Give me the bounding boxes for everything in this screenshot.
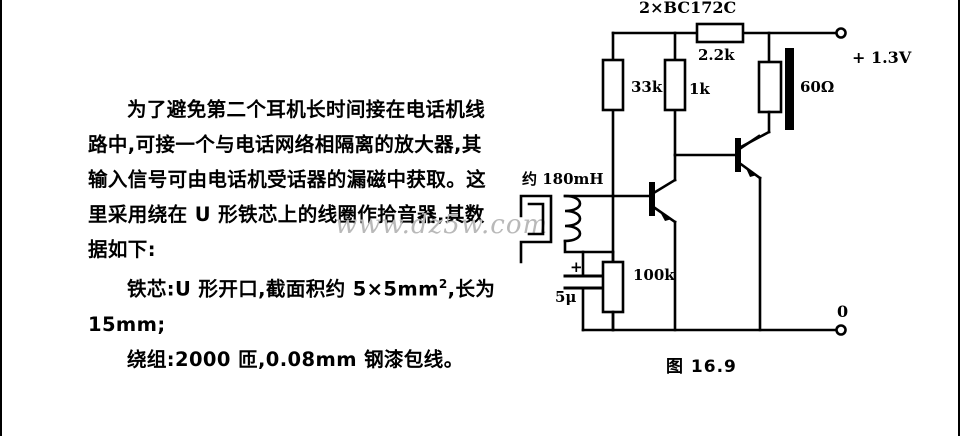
coil-inductance-label: 约 180mH [522, 170, 604, 188]
capacitor-polarity-label: + [570, 258, 583, 276]
resistor-33k-label: 33k [631, 78, 663, 96]
ground-label: 0 [837, 302, 849, 321]
resistor-2k2-label: 2.2k [698, 46, 735, 64]
transistor-q1-collector-lead [650, 178, 677, 196]
ground-terminal-node [835, 324, 847, 336]
figure-caption: 图 16.9 [666, 357, 737, 377]
paragraph-line-2: 路中,可接一个与电话网络相隔离的放大器,其 [88, 133, 482, 156]
paragraph-line-7: 15mm; [88, 312, 166, 336]
circuit-schematic-svg [519, 22, 847, 336]
transistor-q1-emitter-arrow [659, 210, 672, 221]
core-spec-tail: ,长为 [447, 277, 496, 301]
u-core-outline [519, 194, 553, 264]
circuit-diagram: 2×BC172C 33k 1k 2.2k 60Ω + 1.3V 0 100k +… [507, 0, 960, 436]
load-60ohm-body [757, 60, 783, 114]
paragraph-line-6: 铁芯:U 形开口,截面积约 5×5mm2,长为 [88, 267, 530, 307]
wire-coil-bottom-lead [563, 239, 615, 254]
resistor-33k-body [601, 58, 625, 112]
core-spec-text: 铁芯:U 形开口,截面积约 5×5mm [127, 277, 439, 301]
transistor-q2-collector-lead [736, 134, 761, 152]
paragraph-line-8: 绕组:2000 匝,0.08mm 钢漆包线。 [127, 347, 464, 371]
paragraph-line-5: 据如下: [88, 238, 156, 261]
supply-voltage-label: + 1.3V [852, 48, 912, 67]
resistor-1k-body [663, 58, 687, 112]
load-60ohm-label: 60Ω [800, 78, 835, 96]
resistor-100k-label: 100k [633, 266, 675, 284]
paragraph-line-1: 为了避免第二个耳机长时间接在电话机线 [127, 98, 486, 121]
article-text-block: 为了避免第二个耳机长时间接在电话机线 路中,可接一个与电话网络相隔离的放大器,其… [88, 92, 530, 377]
transistor-type-label: 2×BC172C [639, 0, 737, 17]
superscript-two: 2 [438, 277, 448, 291]
pickup-coil-windings [563, 194, 582, 243]
transistor-q2-emitter-arrow [745, 166, 757, 177]
resistor-100k-body [601, 260, 625, 314]
load-60ohm-plate [785, 48, 794, 130]
paragraph-line-3: 输入信号可由电话机受话器的漏磁中获取。这 [88, 168, 487, 191]
supply-terminal-node [835, 27, 847, 39]
capacitor-5u-label: 5μ [555, 288, 577, 306]
paragraph-line-4: 里采用绕在 U 形铁芯上的线圈作拾音器,其数 [88, 203, 485, 226]
resistor-2k2-body [695, 22, 745, 44]
resistor-1k-label: 1k [689, 80, 710, 98]
